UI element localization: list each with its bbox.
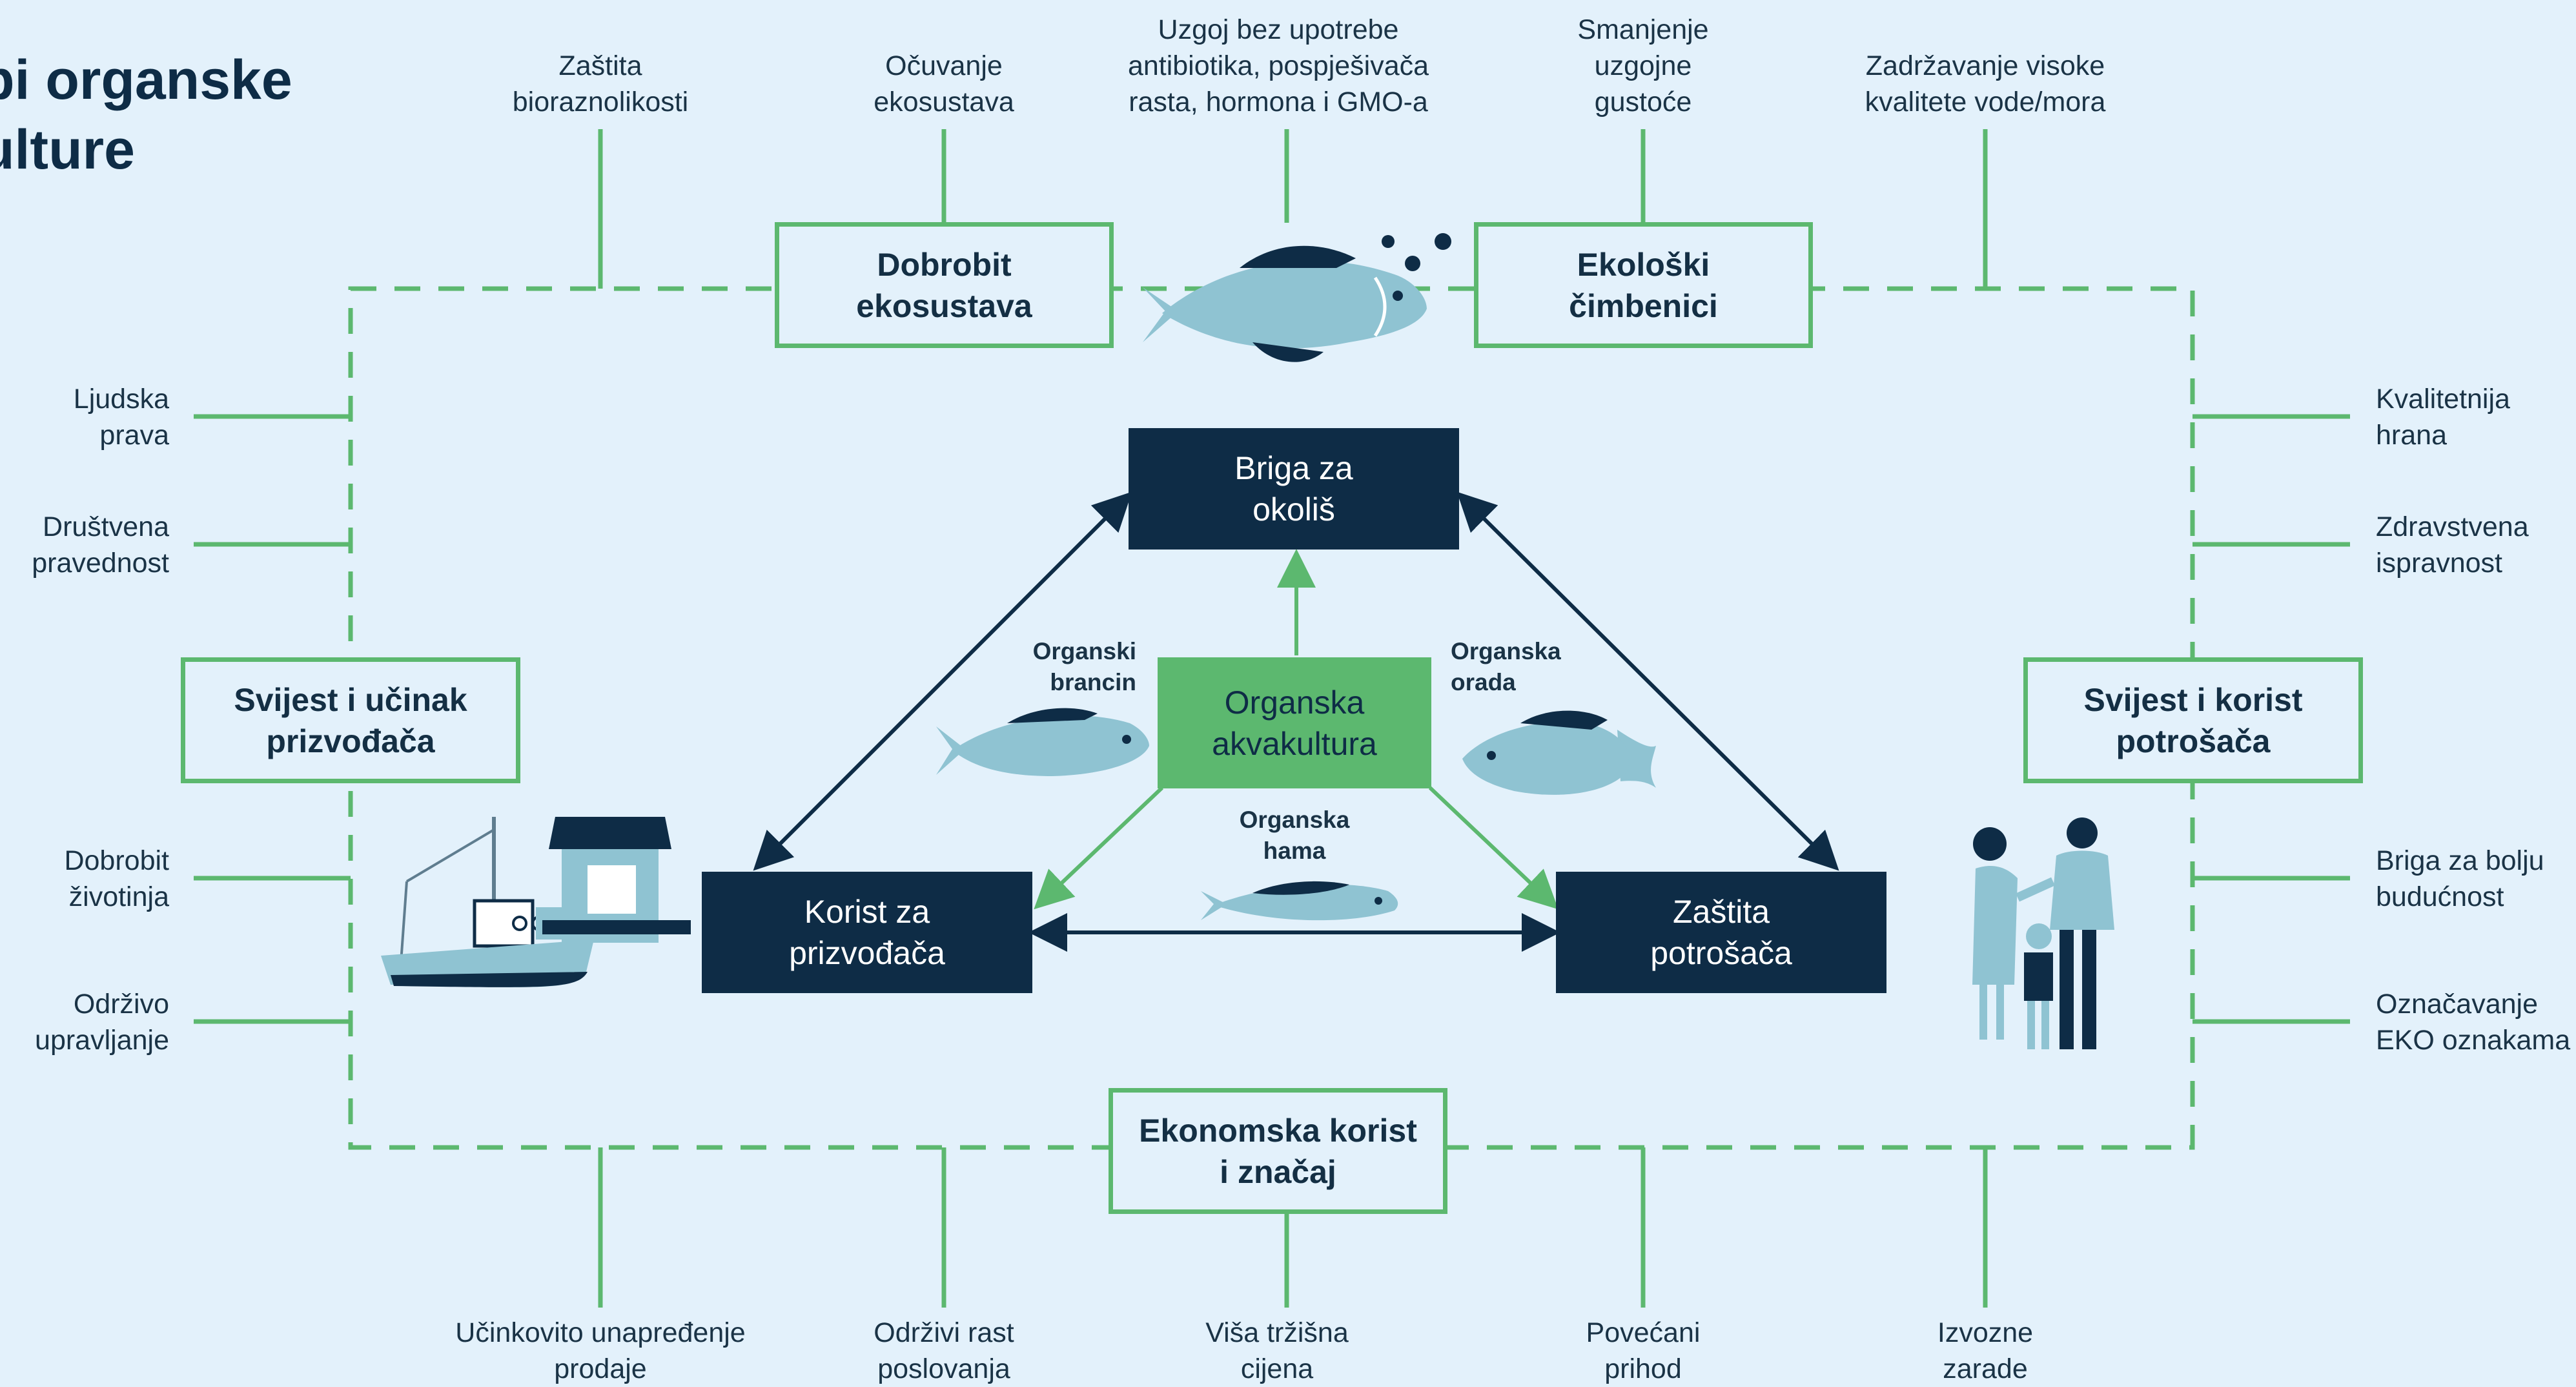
bottom-label-income: Povećani prihod: [1586, 1317, 1701, 1384]
mackerel-icon: [1201, 881, 1398, 921]
right-label-food-quality: Kvalitetnija hrana: [2376, 384, 2510, 451]
market-stall-icon: [542, 817, 691, 943]
top-label-ecosystem: Očuvanje ekosustava: [874, 50, 1014, 118]
bottom-label-export: Izvozne zarade: [1937, 1317, 2034, 1384]
bottom-label-sales: Učinkovito unapređenje prodaje: [455, 1317, 746, 1384]
fish-icon: [1143, 233, 1451, 362]
box-consumer-awareness: Svijest i korist potrošača: [2023, 657, 2363, 783]
top-connectors: [598, 129, 1988, 289]
page-title: pi organske ulture: [0, 49, 292, 181]
left-label-animal-welfare: Dobrobit životinja: [64, 845, 169, 912]
left-label-human-rights: Ljudska prava: [73, 384, 169, 451]
box-organic-aquaculture: Organska akvakultura: [1158, 657, 1431, 788]
right-label-future: Briga za bolju budućnost: [2376, 845, 2544, 912]
right-label-eco-labels: Označavanje EKO oznakama: [2376, 989, 2571, 1056]
navy-arrows: [753, 491, 1839, 952]
label-seabream: Organska orada: [1451, 638, 1561, 695]
box-ecosystem-welfare: Dobrobit ekosustava: [775, 222, 1114, 348]
bottom-label-growth: Održivi rast poslovanja: [874, 1317, 1014, 1384]
green-arrows: [1034, 549, 1559, 910]
bottom-label-price: Viša tržišna cijena: [1205, 1317, 1349, 1384]
top-label-density: Smanjenje uzgojne gustoće: [1577, 14, 1709, 118]
seabream-icon: [1462, 710, 1656, 795]
top-label-antibiotics: Uzgoj bez upotrebe antibiotika, pospješi…: [1127, 14, 1429, 118]
box-environment-care: Briga za okoliš: [1129, 428, 1459, 550]
left-label-social-justice: Društvena pravednost: [32, 511, 169, 579]
box-consumer-protection: Zaštita potrošača: [1556, 872, 1886, 993]
right-connectors: [2193, 414, 2350, 1024]
left-label-sustainable-mgmt: Održivo upravljanje: [35, 989, 169, 1056]
label-mackerel: Organska hama: [1239, 807, 1350, 864]
label-seabass: Organski brancin: [1032, 638, 1136, 695]
box-economic-benefit: Ekonomska korist i značaj: [1109, 1088, 1447, 1214]
right-label-health-safety: Zdravstvena ispravnost: [2376, 511, 2529, 579]
bottom-connectors: [598, 1147, 1988, 1308]
top-label-water-quality: Zadržavanje visoke kvalitete vode/mora: [1865, 50, 2106, 118]
box-producer-awareness: Svijest i učinak prizvođača: [181, 657, 520, 783]
box-ecological-factors: Ekološki čimbenici: [1474, 222, 1813, 348]
box-producer-benefit: Korist za prizvođača: [702, 872, 1032, 993]
top-label-biodiversity: Zaštita bioraznolikosti: [512, 50, 689, 118]
left-connectors: [194, 414, 351, 1024]
seabass-icon: [936, 708, 1149, 776]
family-icon: [1972, 817, 2114, 1049]
